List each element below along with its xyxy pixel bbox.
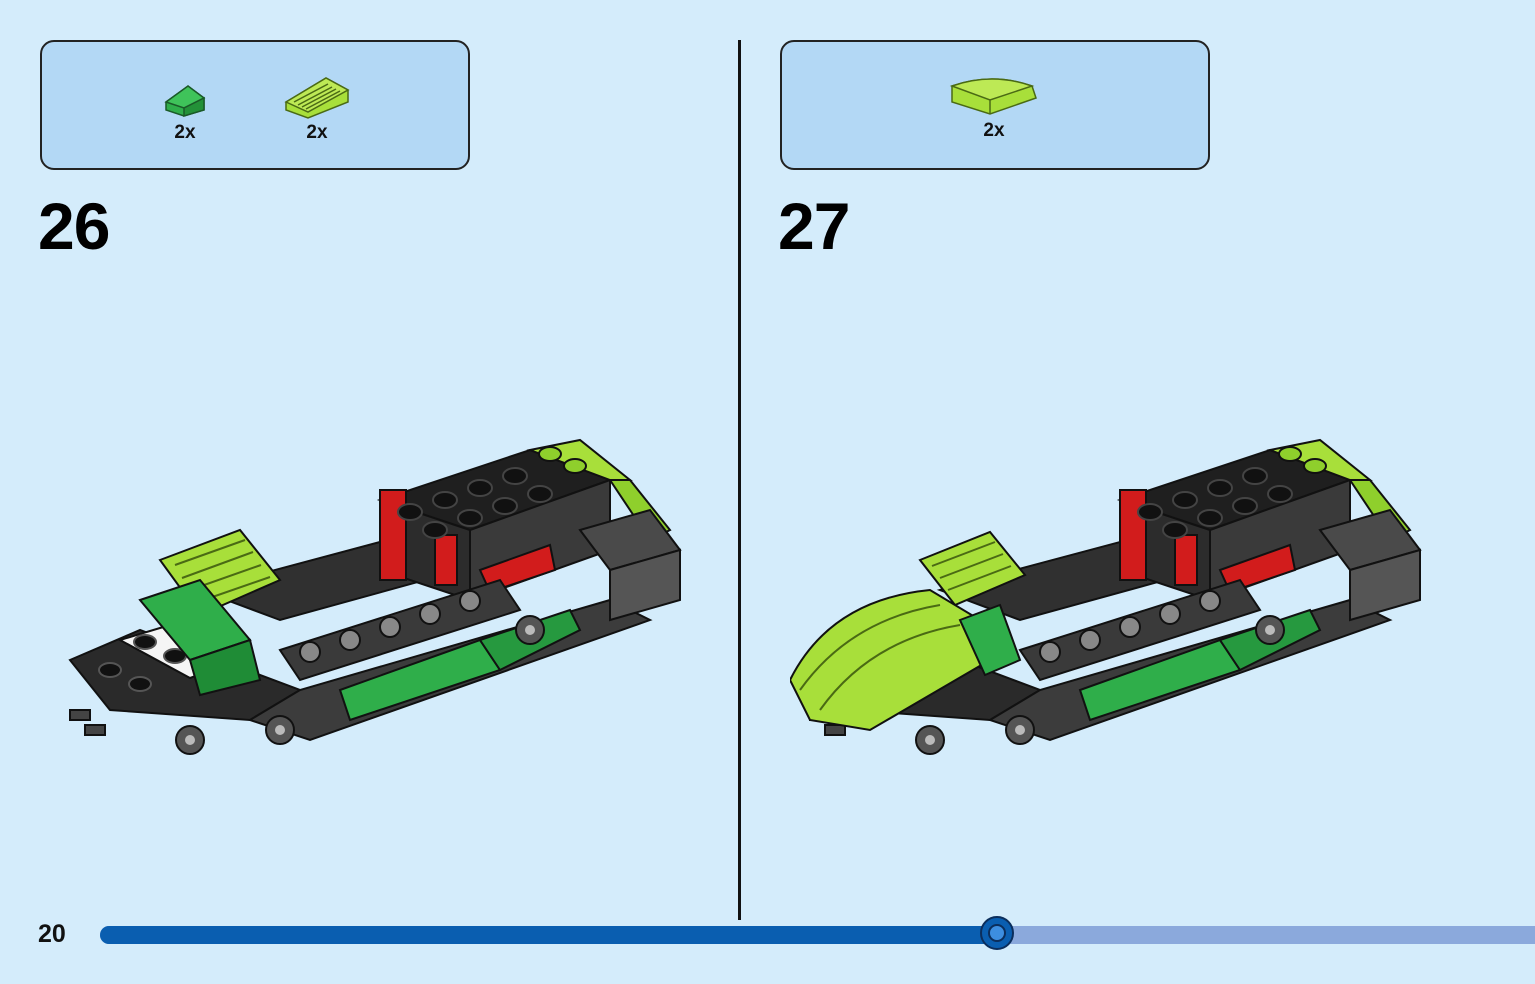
lime-curved-slope-icon [949,78,1037,115]
race-car-assembly-step-27 [790,439,1421,755]
part-quantity: 2x [306,122,328,143]
green-slope-brick-icon [164,85,206,118]
page-number: 20 [38,920,66,948]
part-item: 2x [280,72,354,144]
lime-grille-slope-icon [284,77,350,119]
parts-callout: 2x [780,40,1210,170]
progress-bar [100,916,1535,950]
progress-knob [979,916,1014,950]
race-car-assembly-step-26 [69,439,681,755]
parts-callout: 2x 2x [40,40,470,170]
part-item: 2x [946,72,1042,142]
step-26: 2x 2x 26 [0,0,740,900]
step-27: 2x 27 [740,0,1480,900]
step-number: 26 [38,189,110,263]
step-number: 27 [778,189,850,263]
step-divider [738,40,741,920]
part-quantity: 2x [983,120,1005,141]
part-item: 2x [160,78,210,144]
part-quantity: 2x [174,122,196,143]
progress-fill [100,926,997,944]
